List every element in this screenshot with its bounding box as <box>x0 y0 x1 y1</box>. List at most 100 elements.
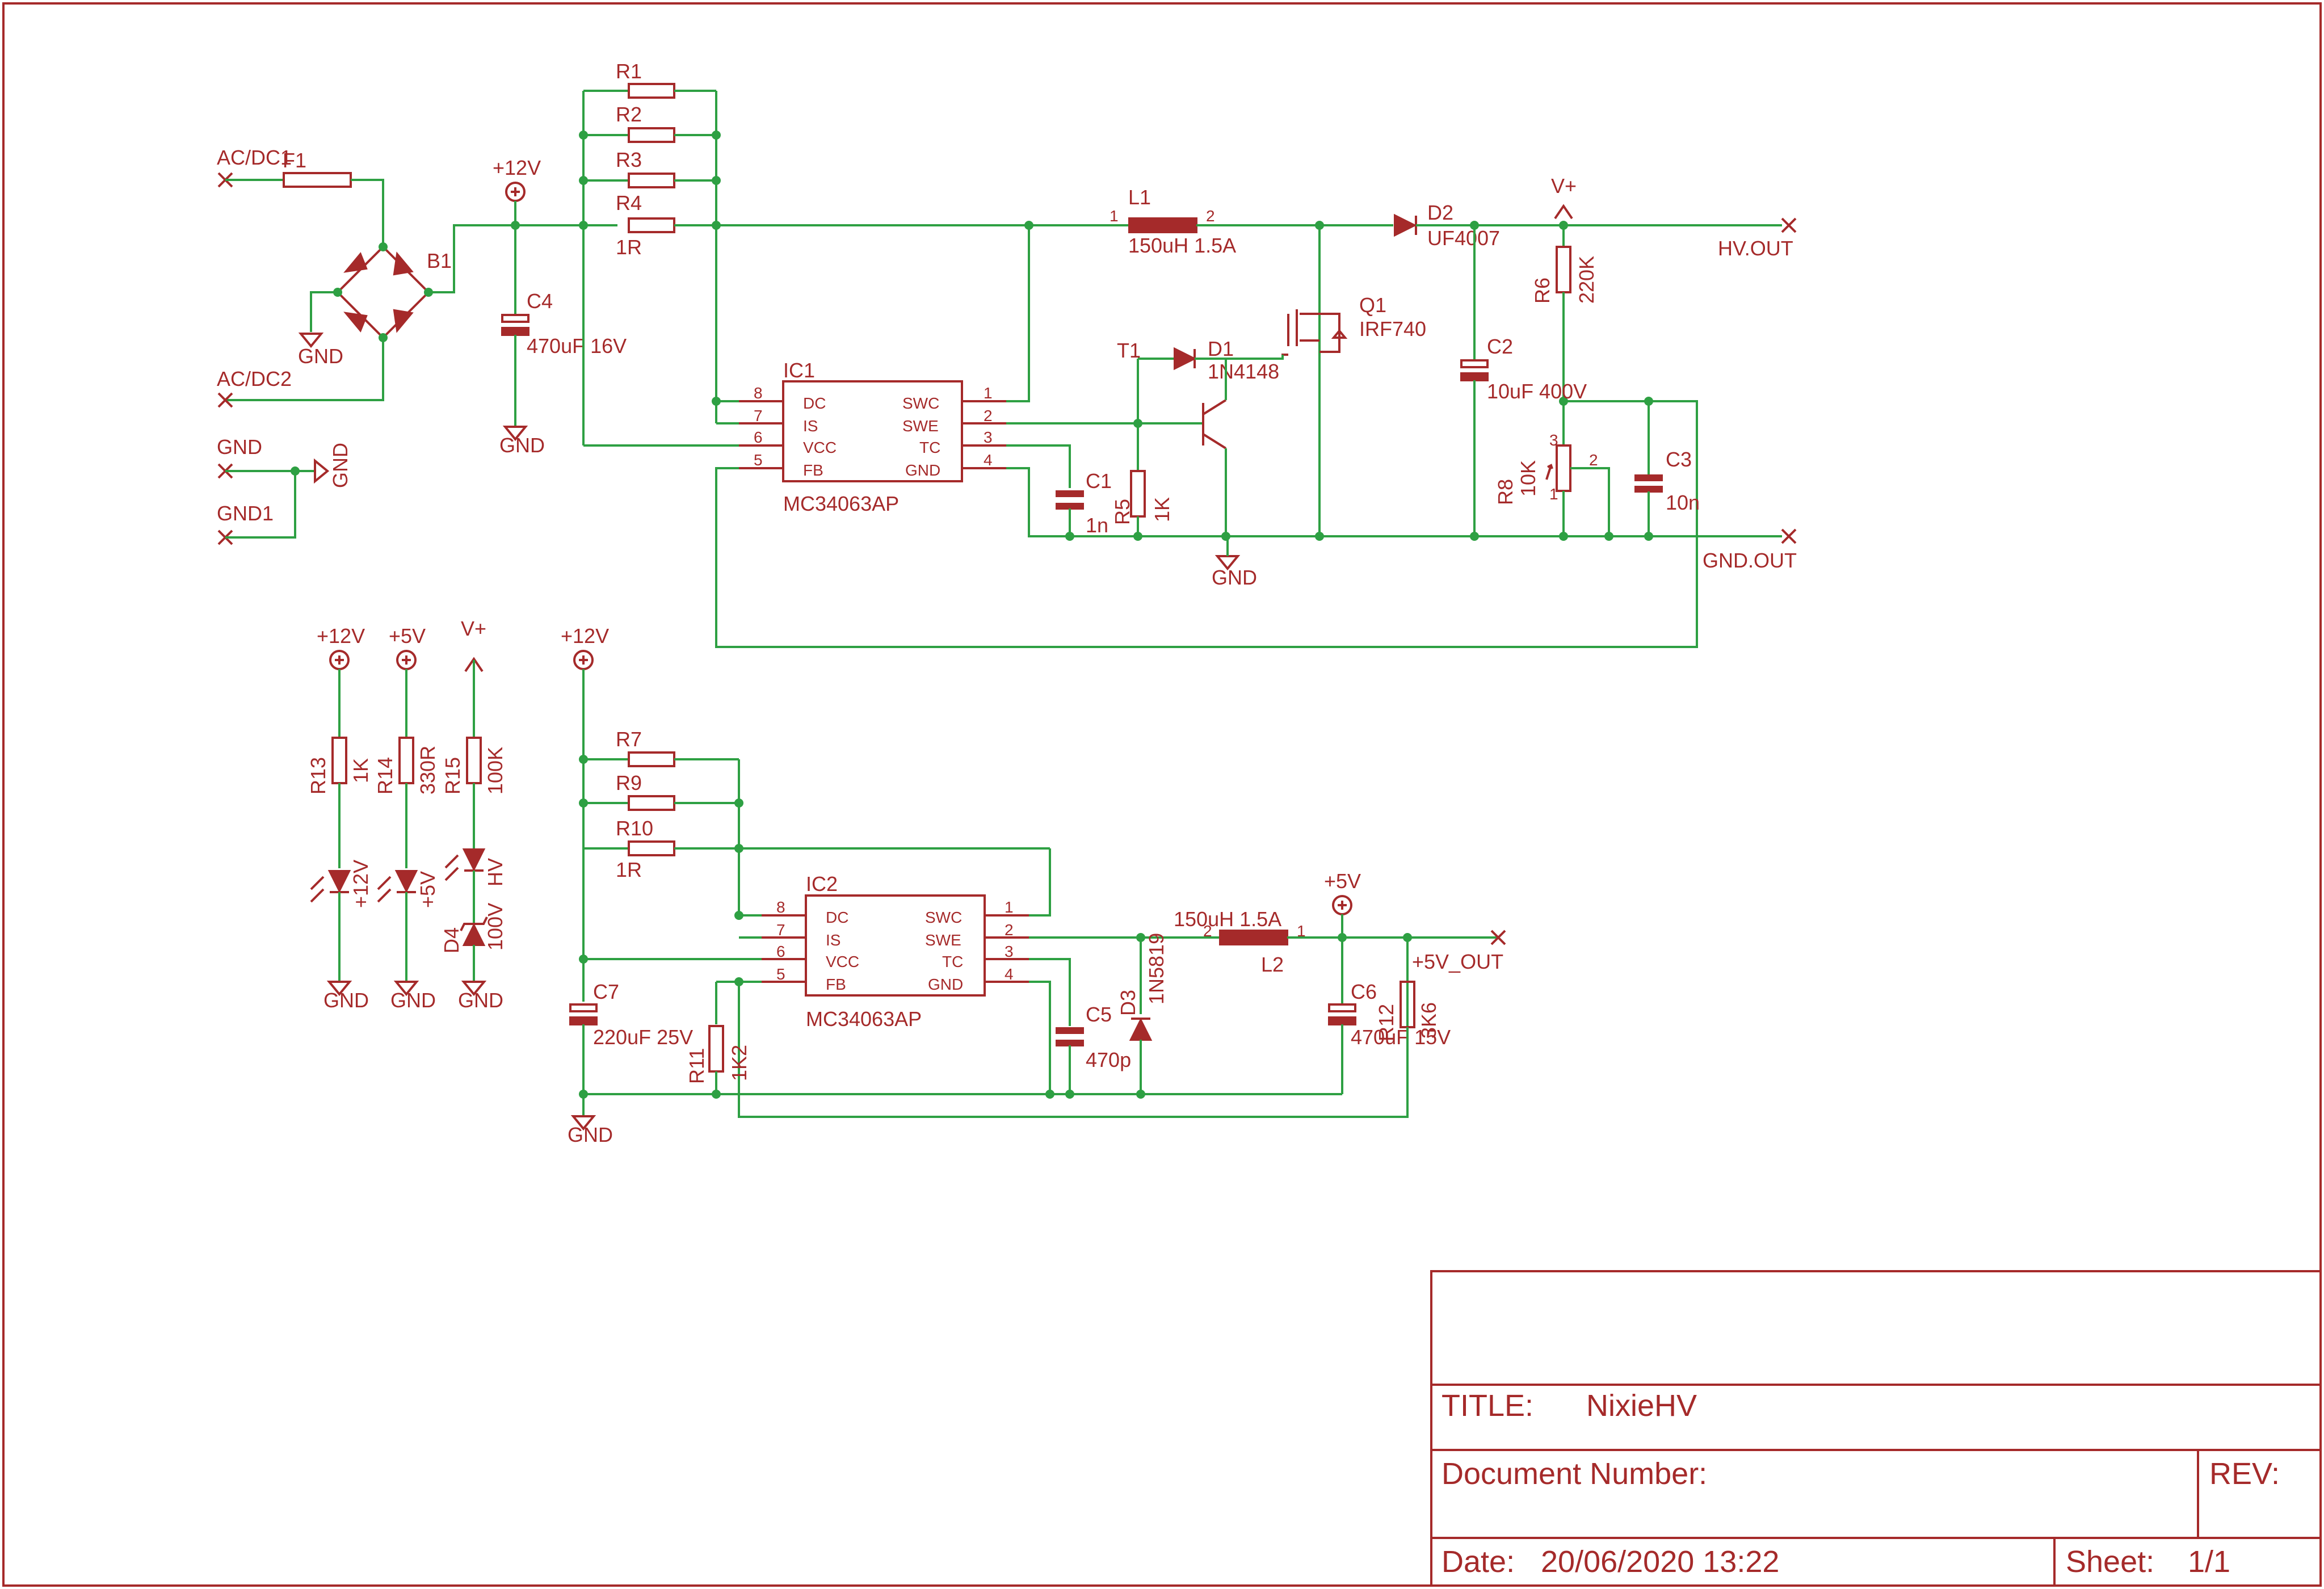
svg-text:2: 2 <box>1589 451 1598 469</box>
resistor-r7 <box>583 751 739 767</box>
c3-label: C3 <box>1666 448 1692 471</box>
potentiometer-r8 <box>1556 444 1571 492</box>
l1-label: L1 <box>1128 186 1151 209</box>
svg-text:SWC: SWC <box>902 394 939 412</box>
svg-text:SWE: SWE <box>925 931 961 949</box>
svg-text:5: 5 <box>754 451 763 469</box>
supply-5v-label: +5V <box>1324 869 1361 893</box>
sheet-label: Sheet: <box>2066 1545 2154 1579</box>
svg-text:3: 3 <box>1549 431 1558 449</box>
fuse-f1 <box>283 172 352 188</box>
r11-value: 1K2 <box>728 1045 751 1081</box>
f1-label: F1 <box>283 149 306 172</box>
vplus-label: V+ <box>461 617 486 640</box>
svg-text:6: 6 <box>754 428 763 446</box>
d3-value: 1N5819 <box>1145 933 1168 1004</box>
led-12v-label: +12V <box>349 860 372 908</box>
c6-label: C6 <box>1351 980 1377 1003</box>
transistor-t1 <box>1202 359 1227 536</box>
hv-out-label: HV.OUT <box>1718 237 1793 260</box>
r13-label: R13 <box>306 757 330 794</box>
r8-label: R8 <box>1494 479 1517 505</box>
ground-icon <box>393 981 419 997</box>
title-label: TITLE: <box>1442 1389 1533 1423</box>
svg-text:7: 7 <box>776 921 785 939</box>
inductor-l1 <box>1128 217 1197 233</box>
svg-text:SWE: SWE <box>902 417 939 435</box>
hv-section: R1 R2 R3 R4 1R DC IS VCC FB <box>515 60 1797 648</box>
c5-value: 470p <box>1086 1048 1131 1071</box>
supply-12v-label: +12V <box>561 624 609 648</box>
resistor-r2 <box>583 127 716 143</box>
acdc2-label: AC/DC2 <box>217 367 292 390</box>
c2-label: C2 <box>1487 335 1513 358</box>
resistor-r14 <box>398 737 414 784</box>
svg-text:IS: IS <box>826 931 840 949</box>
r10-value: 1R <box>616 858 642 881</box>
ic2-mc34063: DC IS VCC FB SWC SWE TC GND 8 7 6 5 1 2 … <box>762 894 1029 997</box>
r12-label: R12 <box>1375 1004 1398 1041</box>
c1-label: C1 <box>1086 469 1112 493</box>
led-12v <box>327 870 351 893</box>
resistor-r9 <box>583 795 739 811</box>
r1-label: R1 <box>616 60 642 83</box>
vplus-label: V+ <box>1551 174 1577 197</box>
ground-icon <box>570 1115 596 1131</box>
svg-text:1: 1 <box>1005 898 1014 916</box>
d4-value: 100V <box>484 903 507 951</box>
svg-text:1: 1 <box>1110 207 1119 225</box>
r8-value: 10K <box>1516 460 1540 497</box>
r13-value: 1K <box>349 758 372 783</box>
svg-text:FB: FB <box>826 976 846 993</box>
gnd1-label: GND1 <box>217 502 274 525</box>
p5v-out-label: +5V_OUT <box>1412 950 1503 973</box>
svg-text:4: 4 <box>1005 965 1014 983</box>
date-label: Date: <box>1442 1545 1515 1579</box>
capacitor-c5 <box>1056 1027 1084 1034</box>
gnd-label: GND <box>1212 566 1257 589</box>
svg-text:2: 2 <box>1206 207 1215 225</box>
gnd-label: GND <box>298 344 343 368</box>
l1-value: 150uH 1.5A <box>1128 234 1236 257</box>
c7-value: 220uF 25V <box>593 1025 693 1049</box>
r6-value: 220K <box>1575 256 1598 304</box>
c4-value: 470uF 16V <box>527 334 627 358</box>
c1-value: 1n <box>1086 514 1108 537</box>
led-section: +12V +5V V+ R13 1K +12V GND R14 330R +5V… <box>306 617 507 1012</box>
p5v-out-connector-icon <box>1490 930 1506 945</box>
gnd-label: GND <box>568 1123 613 1146</box>
gnd-in-label: GND <box>217 435 262 459</box>
t1-label: T1 <box>1117 339 1141 362</box>
svg-text:FB: FB <box>803 461 823 479</box>
resistor-r10 <box>583 840 1050 856</box>
schottky-d3 <box>1129 1018 1153 1041</box>
capacitor-c1 <box>1056 490 1084 497</box>
svg-text:GND: GND <box>905 461 940 479</box>
zener-d4 <box>462 923 486 946</box>
inductor-l2 <box>1219 930 1288 945</box>
svg-text:IS: IS <box>803 417 818 435</box>
svg-text:4: 4 <box>984 451 993 469</box>
l2-value: 150uH 1.5A <box>1174 907 1281 931</box>
r4-value: 1R <box>616 236 642 259</box>
svg-text:GND: GND <box>928 976 963 993</box>
r14-label: R14 <box>373 757 397 794</box>
acdc1-label: AC/DC1 <box>217 146 292 169</box>
led-hv <box>462 848 486 872</box>
svg-text:DC: DC <box>826 909 848 926</box>
gnd-label: GND <box>499 434 545 457</box>
svg-text:8: 8 <box>776 898 785 916</box>
supply-5v-label: +5V <box>389 624 426 648</box>
d4-label: D4 <box>440 927 463 953</box>
ic2-label: IC2 <box>806 872 838 896</box>
input-section: AC/DC1 F1 B1 GND AC/DC2 GND GND1 <box>217 146 627 545</box>
svg-text:3: 3 <box>1005 943 1014 960</box>
ground-icon <box>461 981 487 997</box>
l2-label: L2 <box>1261 953 1284 976</box>
svg-text:1: 1 <box>1549 485 1558 503</box>
c5-label: C5 <box>1086 1003 1112 1026</box>
resistor-r15 <box>466 737 482 784</box>
svg-text:TC: TC <box>942 953 963 970</box>
